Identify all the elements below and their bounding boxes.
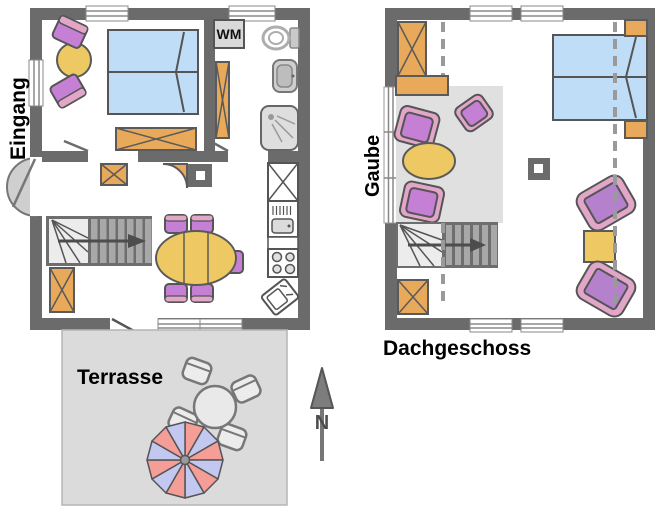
interior-wall [204, 20, 215, 151]
interior-wall [138, 151, 228, 162]
wall [385, 223, 397, 330]
terrace-label: Terrasse [77, 366, 164, 389]
double-bed-icon [107, 29, 199, 115]
oven-icon [267, 200, 299, 238]
sideboard-icon [395, 75, 449, 96]
wall [385, 8, 655, 20]
chair-icon [51, 15, 89, 49]
wall [385, 8, 397, 87]
window-icon [228, 5, 276, 22]
terrace-chair-icon [230, 374, 262, 404]
interior-wall [268, 151, 298, 162]
oval-table-icon [402, 142, 456, 180]
double-bed-icon [552, 34, 648, 121]
armchair-icon [398, 180, 446, 224]
terrace-area [61, 329, 288, 506]
interior-wall [42, 151, 88, 162]
kitchen-cabinet-icon [267, 162, 299, 202]
wardrobe-icon [49, 267, 75, 313]
compass-north-label: N [314, 412, 330, 434]
entrance-door-icon [6, 156, 42, 218]
window-icon [469, 318, 513, 333]
sink-icon [272, 59, 298, 93]
ground-floor-plan [6, 5, 310, 344]
dining-table-icon [155, 230, 237, 286]
north-arrow-icon [310, 367, 334, 461]
chair-icon [49, 73, 87, 109]
side-table-icon [583, 230, 616, 263]
dormer-label: Gaube [362, 134, 384, 197]
wall [385, 318, 655, 330]
wardrobe-icon [397, 21, 427, 77]
stove-icon [267, 248, 299, 278]
terrace-table-icon [192, 384, 238, 430]
chair-icon [190, 283, 214, 303]
attic-plan [383, 5, 655, 333]
kitchen-sink-icon [261, 278, 299, 316]
window-icon [520, 318, 564, 333]
lounge-chair-icon [575, 260, 637, 318]
window-icon [520, 5, 564, 22]
terrace-chair-icon [181, 356, 213, 386]
shower-icon [260, 105, 299, 151]
wardrobe-icon [397, 279, 429, 315]
stairs-icon [46, 216, 152, 266]
chair-icon [190, 214, 214, 234]
window-icon [199, 318, 243, 333]
chimney-icon [528, 158, 550, 180]
window-icon [469, 5, 513, 22]
stairs-icon [396, 222, 498, 268]
window-icon [85, 5, 129, 22]
washing-machine-icon [213, 19, 245, 49]
toilet-icon [261, 25, 300, 51]
chair-icon [164, 214, 188, 234]
interior-door-swing-icon [162, 163, 188, 189]
kitchen-counter-icon [267, 236, 299, 250]
parasol-icon [146, 421, 224, 499]
chest-icon [115, 127, 197, 151]
terrace-chair-icon [216, 422, 248, 452]
armchair-icon [393, 105, 441, 149]
armchair-icon [454, 93, 494, 133]
wardrobe-icon [215, 61, 230, 139]
chair-icon [164, 283, 188, 303]
shoe-cabinet-icon [100, 163, 128, 186]
attic-title-label: Dachgeschoss [383, 337, 532, 360]
nightstand-icon [624, 120, 648, 139]
washing-machine-label: WM [216, 26, 242, 42]
nightstand-icon [624, 19, 648, 37]
wall [298, 8, 310, 330]
chimney-icon [188, 164, 212, 187]
dormer-window-icon [383, 86, 398, 224]
window-icon [28, 59, 44, 107]
entrance-label: Eingang [7, 77, 30, 160]
